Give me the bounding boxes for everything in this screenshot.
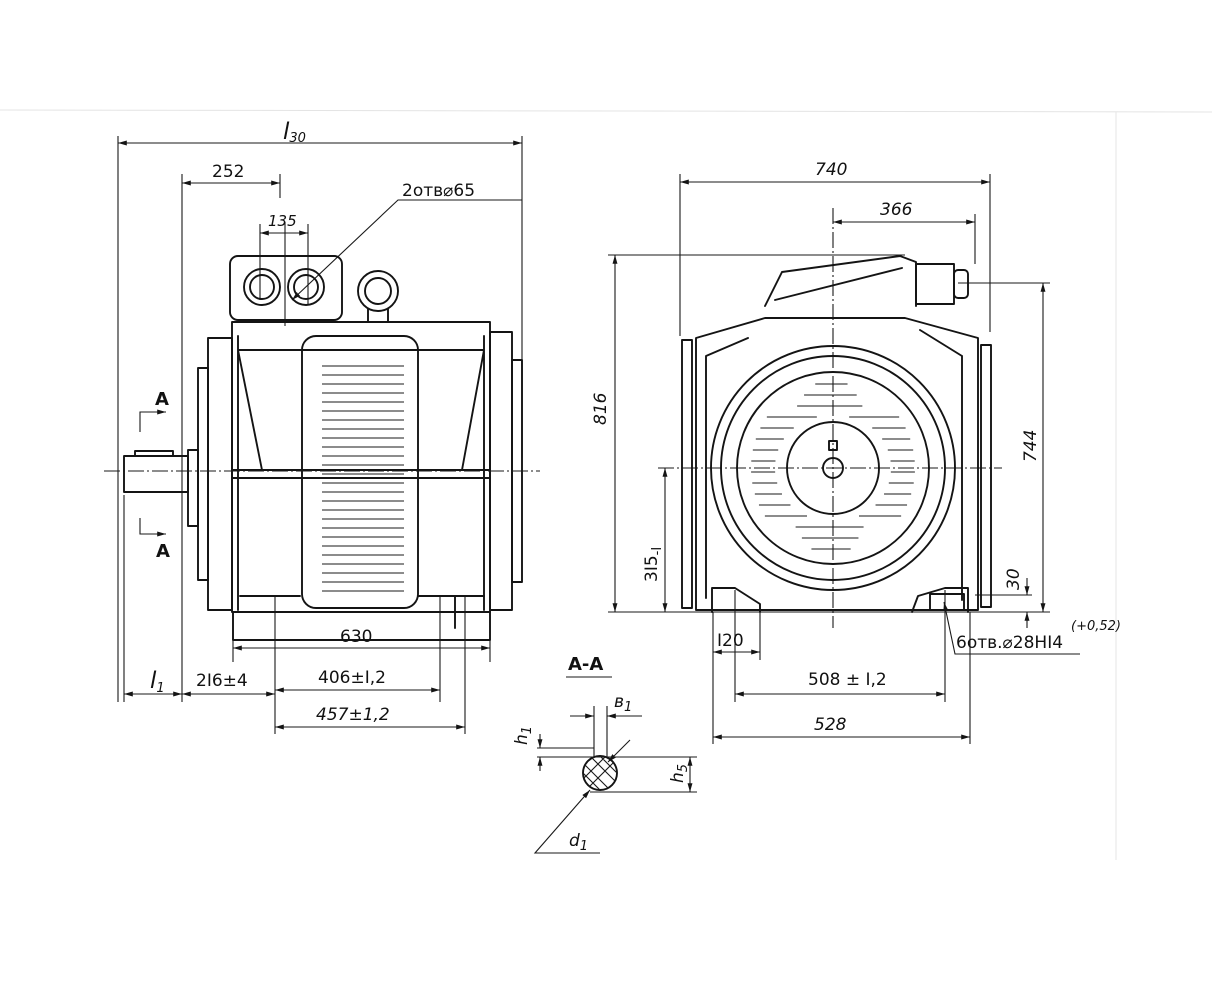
shaft-end-key <box>828 440 838 451</box>
label-744: 744 <box>1021 430 1041 462</box>
lifting-eye-outer <box>357 270 399 312</box>
label-630: 630 <box>340 627 372 647</box>
cable-gland-end <box>953 269 969 299</box>
shaft-section-circle <box>582 755 618 791</box>
label-h5: h5 <box>668 764 691 783</box>
label-h1-main: h <box>512 734 532 745</box>
label-d1: d1 <box>569 831 588 854</box>
frame-bevels <box>237 335 485 611</box>
d1-leader <box>533 789 600 854</box>
label-135: 135 <box>268 212 297 230</box>
frame-feet <box>232 595 491 641</box>
label-l1-main: l <box>150 668 157 694</box>
front-housing-inner <box>705 329 963 601</box>
label-366: 366 <box>880 200 913 220</box>
right-foot <box>911 587 969 613</box>
left-foot <box>711 587 761 613</box>
lifting-eye-stem <box>367 308 389 323</box>
section-title: A-A <box>568 654 603 675</box>
label-508: 508 ± I,2 <box>808 670 887 690</box>
label-816: 816 <box>591 392 611 425</box>
end-shield-rim <box>720 355 946 581</box>
end-shield-outer <box>710 345 956 591</box>
label-30: 30 <box>1004 568 1024 590</box>
label-315: 3I5-I <box>642 547 665 582</box>
key-slot-lines <box>593 706 608 758</box>
section-arrow-top <box>139 409 166 432</box>
label-l30-sub: 30 <box>289 131 306 146</box>
label-252: 252 <box>212 162 244 182</box>
shaft-key <box>134 450 174 457</box>
label-d1-main: d <box>569 831 580 851</box>
label-b1-main: в <box>614 692 624 712</box>
key-depth-arrow <box>607 739 631 763</box>
bearing-cap-outer <box>736 371 930 565</box>
section-arrow-bottom <box>139 518 166 537</box>
front-right-wall-hatch <box>980 344 992 608</box>
section-mark-top: A <box>155 389 169 410</box>
front-housing-outline <box>695 317 979 611</box>
frame-split-lines <box>231 469 491 479</box>
bearing-cap-hatching <box>751 383 915 550</box>
lifting-eye-inner <box>364 277 392 305</box>
label-l30: l30 <box>283 119 306 146</box>
left-end-shield <box>207 337 233 611</box>
label-l1-sub: 1 <box>156 681 164 696</box>
shaft <box>123 455 189 493</box>
side-view: l30 252 2отв⌀65 135 A A 630 l1 2I6±4 406… <box>104 119 540 734</box>
terminal-box <box>229 255 343 321</box>
label-406: 406±I,2 <box>318 668 386 688</box>
label-l1: l1 <box>150 668 165 696</box>
section-a-a: A-A в1 h1 h5 d1 <box>512 654 697 854</box>
label-b1-sub: 1 <box>624 700 632 715</box>
cable-gland <box>915 263 955 305</box>
section-mark-bottom: A <box>156 541 170 562</box>
shaft-section-hatch <box>583 756 617 790</box>
bearing-cap-inner <box>786 421 880 515</box>
label-mount-holes: 6отв.⌀28HI4 <box>956 633 1063 653</box>
left-end-shield-hatch <box>197 367 209 581</box>
label-h5-sub: 5 <box>676 764 691 772</box>
paper-edge <box>0 109 1212 860</box>
front-extension-lines <box>608 174 1050 744</box>
front-left-wall-hatch <box>681 339 693 609</box>
nameplate-panel <box>301 335 419 609</box>
label-d1-sub: 1 <box>580 839 588 854</box>
label-740: 740 <box>815 160 847 180</box>
right-foot-hatch <box>929 593 965 611</box>
label-h5-main: h <box>668 772 688 783</box>
front-view: 740 366 816 744 3I5-I 30 I20 508 ± I,2 5… <box>591 160 1121 744</box>
label-l30-main: l <box>283 119 290 145</box>
side-extension-lines <box>117 136 523 734</box>
terminal-hole-right-inner <box>293 274 319 300</box>
label-120: I20 <box>717 631 744 651</box>
terminal-hole-left-outer <box>243 268 281 306</box>
label-457: 457±1,2 <box>316 705 390 725</box>
label-216: 2I6±4 <box>196 671 248 691</box>
front-terminal-box <box>764 255 917 307</box>
label-528: 528 <box>814 715 847 735</box>
shaft-flange <box>187 449 199 527</box>
label-mount-holes-tolerance: (+0,52) <box>1071 619 1121 634</box>
label-315-main: 3I5 <box>642 555 662 582</box>
label-h1: h1 <box>512 726 535 745</box>
label-b1: в1 <box>614 692 632 715</box>
label-holes-2x65: 2отв⌀65 <box>402 181 475 201</box>
mount-holes-leader <box>943 601 1080 655</box>
holes-leader <box>291 199 522 301</box>
label-h1-sub: 1 <box>520 726 535 734</box>
terminal-hole-left-inner <box>249 274 275 300</box>
nameplate-ribs <box>322 365 404 592</box>
section-extension-lines <box>537 747 697 793</box>
label-315-tol: -I <box>650 547 665 556</box>
terminal-hole-right-outer <box>287 268 325 306</box>
shaft-section-hatch-lines <box>583 756 617 790</box>
shaft-end <box>822 457 844 479</box>
